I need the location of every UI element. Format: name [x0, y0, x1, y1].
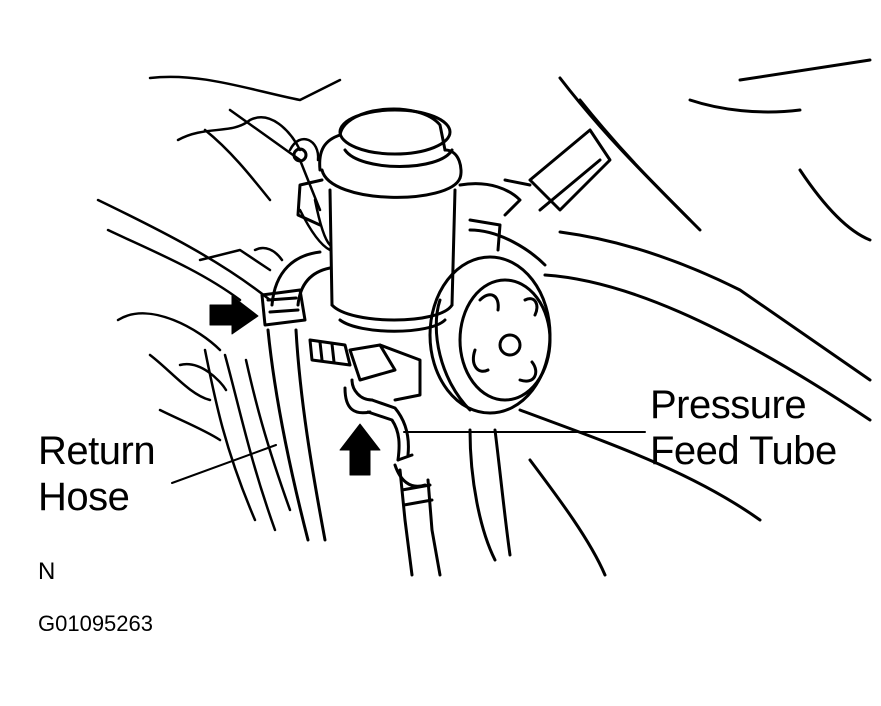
reservoir-tank — [292, 107, 532, 333]
pump-pulley — [428, 228, 552, 415]
figure-id: G01095263 — [38, 611, 153, 636]
arrow-up-icon — [339, 423, 381, 476]
engine-background-lines — [96, 75, 342, 532]
return-hose-label-line-1: Return — [38, 429, 156, 473]
orientation-mark: N — [38, 558, 56, 585]
pressure-feed-label-line-1: Pressure — [650, 383, 807, 427]
return-hose — [260, 250, 332, 542]
pressure-feed-tube-label: Pressure Feed Tube — [650, 382, 837, 474]
leader-lines — [171, 431, 646, 484]
return-hose-leader — [171, 444, 277, 484]
pressure-feed-tube — [308, 338, 442, 577]
callout-arrows — [209, 295, 381, 476]
return-hose-label-line-2: Hose — [38, 475, 130, 519]
pressure-feed-label-line-2: Feed Tube — [650, 429, 837, 473]
arrow-right-icon — [209, 295, 259, 335]
belt-and-bracket — [468, 58, 872, 577]
return-hose-label: Return Hose — [38, 428, 156, 520]
